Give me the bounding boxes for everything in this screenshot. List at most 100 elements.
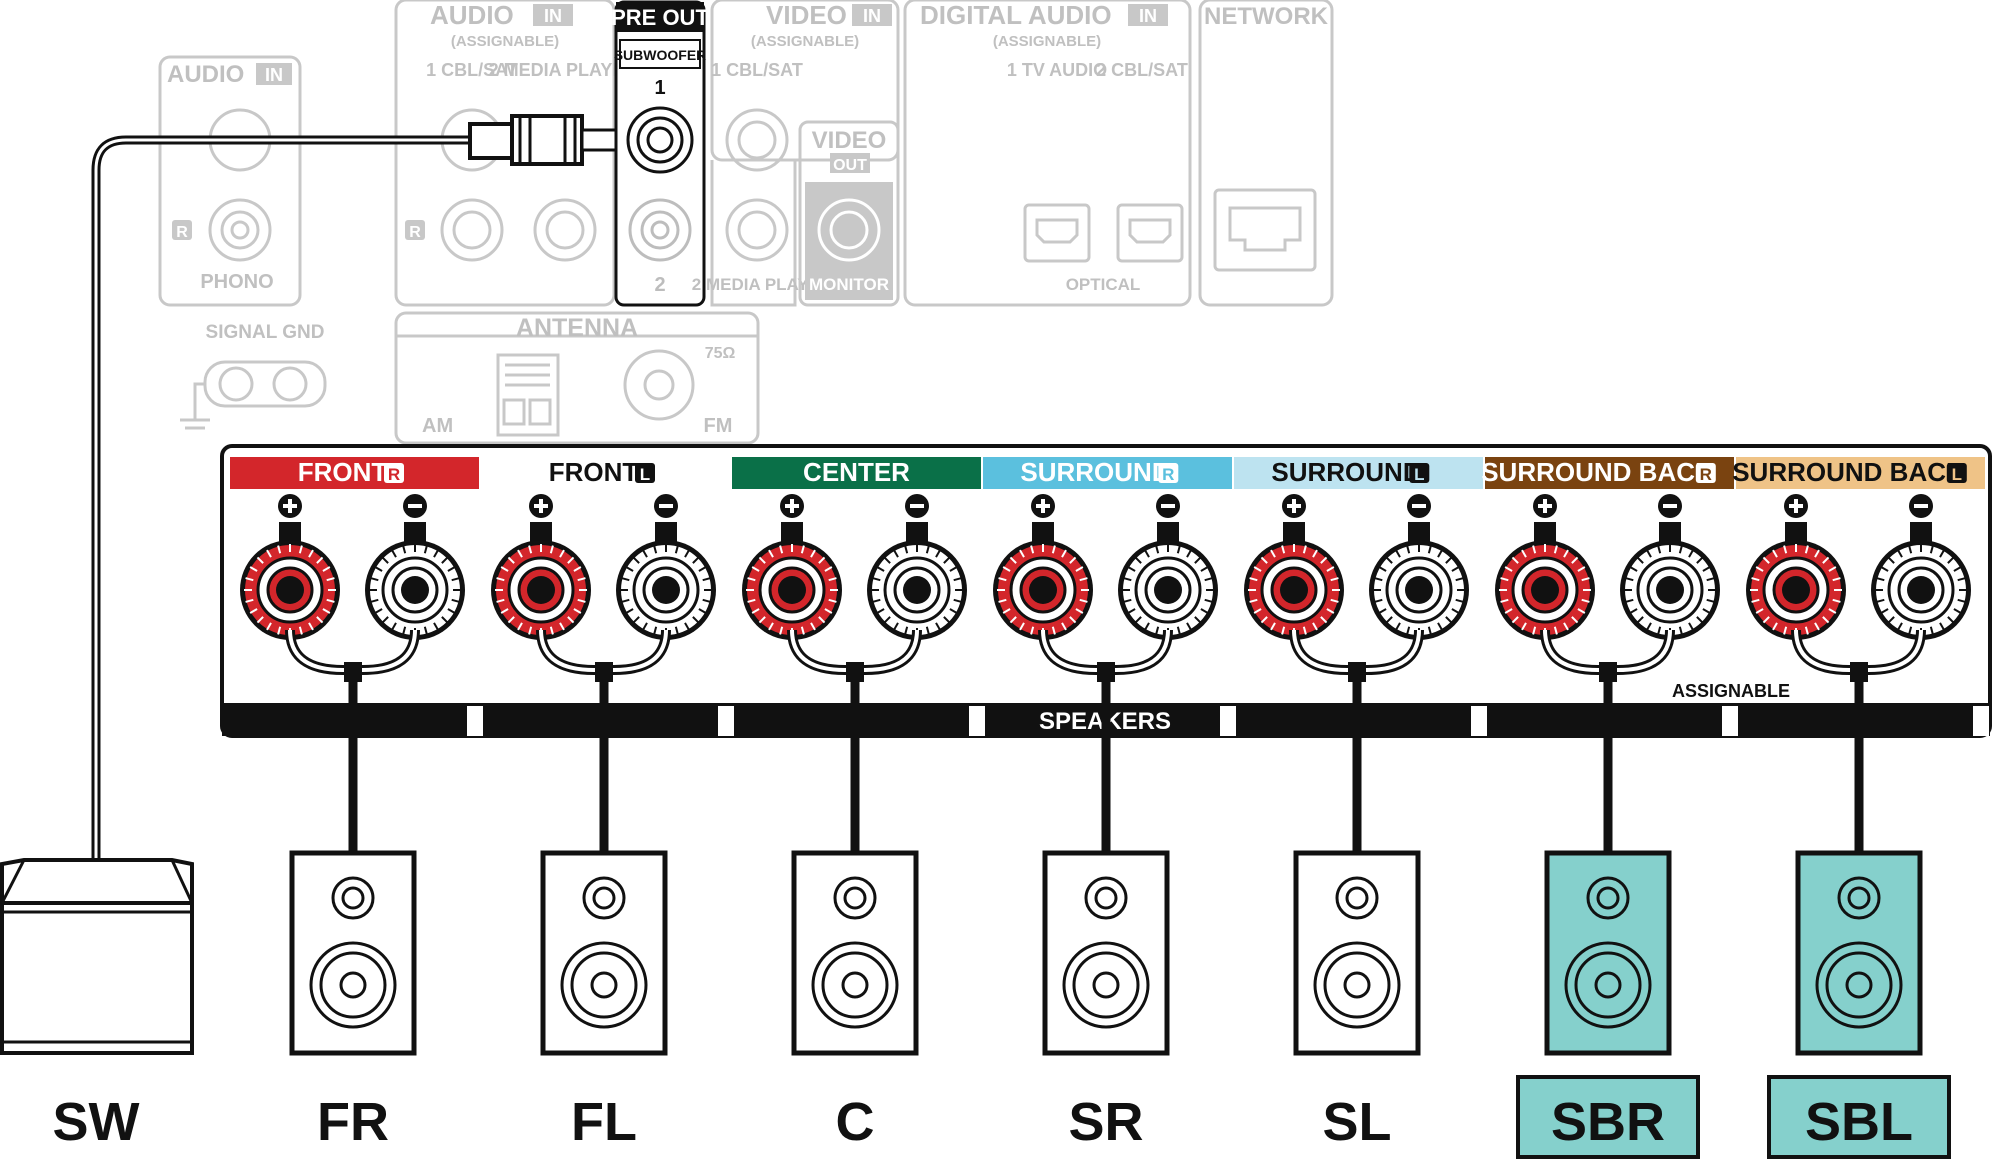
tweeter-icon bbox=[833, 876, 877, 920]
side-badge-text: L bbox=[1952, 465, 1962, 484]
phono-label: PHONO bbox=[200, 271, 273, 293]
side-badge-text: L bbox=[1414, 465, 1424, 484]
channel-name: SURROUND bbox=[1271, 457, 1421, 487]
woofer-icon bbox=[1815, 941, 1903, 1029]
fm-impedance: 75Ω bbox=[705, 345, 736, 362]
channel-name: SURROUND BACK bbox=[1481, 457, 1714, 487]
r-mark: R bbox=[409, 224, 421, 241]
channel-label-bg bbox=[983, 457, 1232, 489]
antenna-section: ANTENNA AM 75Ω FM bbox=[394, 311, 760, 445]
side-badge bbox=[1158, 463, 1179, 483]
antenna-title: ANTENNA bbox=[516, 314, 638, 342]
channel-name: CENTER bbox=[803, 457, 910, 487]
video-in-input-1: 1 CBL/SAT bbox=[711, 60, 803, 80]
speaker-cables bbox=[285, 629, 1926, 858]
network-title: NETWORK bbox=[1204, 3, 1329, 30]
optical-in-1 bbox=[1023, 203, 1091, 263]
woofer-icon bbox=[309, 941, 397, 1029]
side-badge bbox=[1695, 463, 1716, 483]
speaker-code-label: SW bbox=[53, 1092, 140, 1152]
bar-gap bbox=[467, 706, 483, 736]
side-badge-text: R bbox=[1700, 465, 1712, 484]
tweeter-icon bbox=[331, 876, 375, 920]
speaker-cable bbox=[536, 629, 671, 858]
speaker-sbl: SBL bbox=[1767, 850, 1951, 1159]
rca-plug-head bbox=[510, 114, 584, 166]
minus-terminal[interactable] bbox=[616, 494, 716, 640]
video-in-section: VIDEO IN (ASSIGNABLE) 1 CBL/SAT 2 MEDIA … bbox=[692, 0, 900, 307]
signal-gnd-label: SIGNAL GND bbox=[206, 322, 325, 343]
speaker-fr: FR bbox=[289, 850, 417, 1152]
tweeter-icon bbox=[1084, 876, 1128, 920]
plus-terminal[interactable] bbox=[491, 494, 591, 640]
plus-terminal[interactable] bbox=[1495, 494, 1595, 640]
bar-gap bbox=[1722, 706, 1738, 736]
minus-terminal[interactable] bbox=[1118, 494, 1218, 640]
bar-gap bbox=[718, 706, 734, 736]
speaker-label-box bbox=[1767, 1075, 1951, 1159]
woofer-icon bbox=[811, 941, 899, 1029]
optical-in-2 bbox=[1116, 203, 1184, 263]
subwoofer-out-1-jack[interactable] bbox=[626, 106, 694, 174]
fm-jack bbox=[623, 349, 695, 421]
audio-in-section: AUDIO IN (ASSIGNABLE) 1 CBL/SAT 2 MEDIA … bbox=[394, 0, 637, 307]
plus-terminal[interactable] bbox=[742, 494, 842, 640]
channel-label-bg bbox=[1234, 457, 1483, 489]
digital-audio-in-section: DIGITAL AUDIO IN (ASSIGNABLE) 1 TV AUDIO… bbox=[903, 0, 1192, 307]
digital-audio-subtitle: (ASSIGNABLE) bbox=[993, 33, 1101, 50]
subwoofer-out-2-jack[interactable] bbox=[628, 198, 692, 262]
speaker-code-label: SR bbox=[1068, 1092, 1143, 1152]
speaker-sw: SW bbox=[0, 858, 194, 1152]
plus-terminal[interactable] bbox=[1746, 494, 1846, 640]
speaker-sbr: SBR bbox=[1516, 850, 1700, 1159]
minus-terminal[interactable] bbox=[867, 494, 967, 640]
in-badge bbox=[256, 63, 292, 85]
channel-label-bg bbox=[1485, 457, 1734, 489]
plus-terminal[interactable] bbox=[993, 494, 1093, 640]
digital-audio-title: DIGITAL AUDIO bbox=[920, 0, 1112, 30]
am-label: AM bbox=[422, 415, 453, 437]
tweeter-icon bbox=[582, 876, 626, 920]
minus-terminal[interactable] bbox=[365, 494, 465, 640]
channel-name: FRONT bbox=[549, 457, 639, 487]
audio-in-phono-title: AUDIO bbox=[167, 61, 244, 88]
speaker-code-label: SBL bbox=[1805, 1092, 1913, 1152]
minus-terminal[interactable] bbox=[1620, 494, 1720, 640]
digital-audio-badge: IN bbox=[1139, 6, 1157, 26]
minus-terminal[interactable] bbox=[1369, 494, 1469, 640]
audio-in-badge: IN bbox=[544, 6, 562, 26]
plus-terminal[interactable] bbox=[1244, 494, 1344, 640]
r-mark: R bbox=[176, 224, 188, 241]
speaker-cable bbox=[787, 629, 922, 858]
subwoofer-cable bbox=[91, 114, 618, 870]
channel-label-bg bbox=[732, 457, 981, 489]
speaker-cable bbox=[1540, 629, 1675, 858]
speaker-fl: FL bbox=[540, 850, 668, 1152]
phono-r-jack bbox=[208, 198, 272, 262]
pre-out-title: PRE OUT bbox=[611, 5, 709, 30]
tweeter-icon bbox=[1837, 876, 1881, 920]
speaker-cable bbox=[1038, 629, 1173, 858]
speaker-sl: SL bbox=[1293, 850, 1421, 1152]
bar-gap bbox=[1220, 706, 1236, 736]
monitor-out-jack bbox=[817, 198, 881, 262]
video-in-input-2: 2 MEDIA PLAYER bbox=[692, 275, 832, 294]
signal-gnd-section: SIGNAL GND bbox=[180, 322, 327, 430]
speaker-c: C bbox=[791, 850, 919, 1152]
woofer-icon bbox=[560, 941, 648, 1029]
woofer-icon bbox=[1313, 941, 1401, 1029]
in-badge-text: IN bbox=[265, 65, 283, 85]
speaker-sr: SR bbox=[1042, 850, 1170, 1152]
audio-in-input-1: 1 CBL/SAT bbox=[426, 60, 518, 80]
video-out-title: VIDEO bbox=[812, 127, 887, 154]
bar-gap bbox=[969, 706, 985, 736]
video-out-badge: OUT bbox=[833, 157, 867, 174]
side-badge bbox=[1946, 463, 1967, 483]
side-badge-text: R bbox=[1162, 465, 1174, 484]
speaker-code-label: C bbox=[836, 1092, 875, 1152]
